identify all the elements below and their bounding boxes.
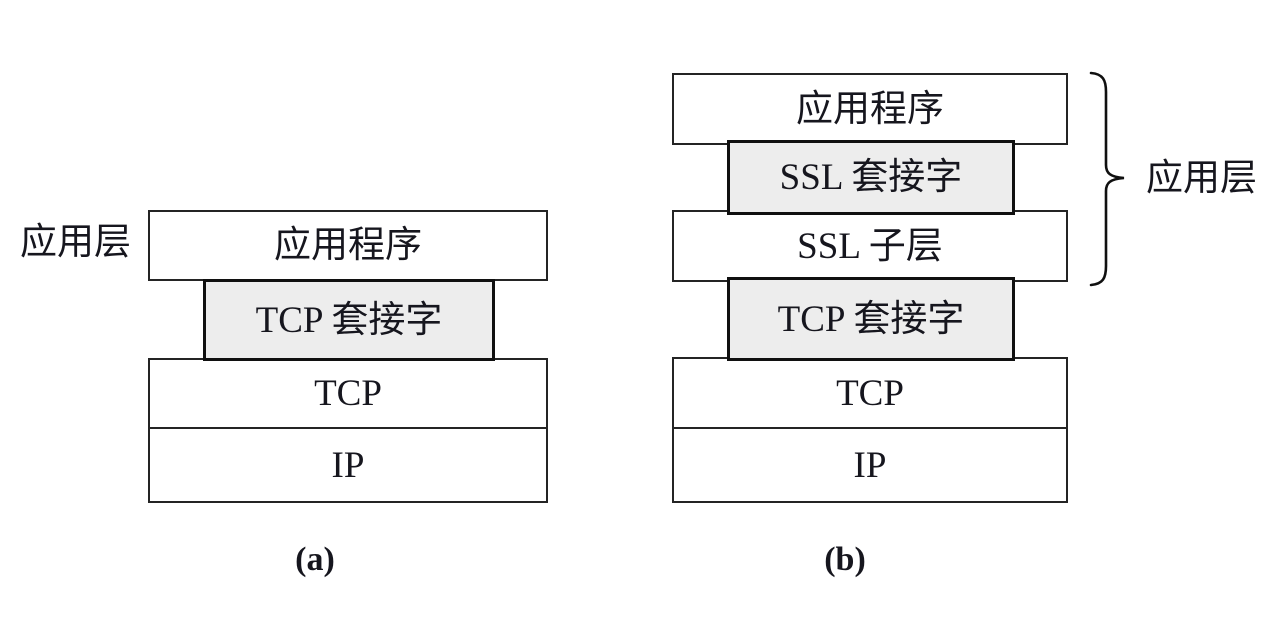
diagram-a-caption: (a): [295, 541, 335, 578]
diagram-b-application-layer-label: 应用层: [1146, 158, 1257, 199]
diagram-b-tcp-socket-box: TCP 套接字: [727, 277, 1015, 361]
diagram-a-tcp-box: TCP: [148, 358, 548, 429]
diagram-b-tcp-box: TCP: [672, 357, 1068, 429]
diagram-b-ssl-socket-box: SSL 套接字: [727, 140, 1015, 215]
diagram-b-caption: (b): [824, 541, 866, 578]
diagram-b-ip-box: IP: [672, 427, 1068, 503]
diagram-a-application-layer-label: 应用层: [20, 222, 131, 263]
application-layer-brace: [1089, 71, 1125, 287]
diagram-b-ssl-sublayer-box: SSL 子层: [672, 210, 1068, 282]
diagram-b-application-box: 应用程序: [672, 73, 1068, 145]
diagram-a-tcp-socket-box: TCP 套接字: [203, 279, 495, 361]
diagram-a-ip-box: IP: [148, 427, 548, 503]
diagram-a-application-box: 应用程序: [148, 210, 548, 281]
